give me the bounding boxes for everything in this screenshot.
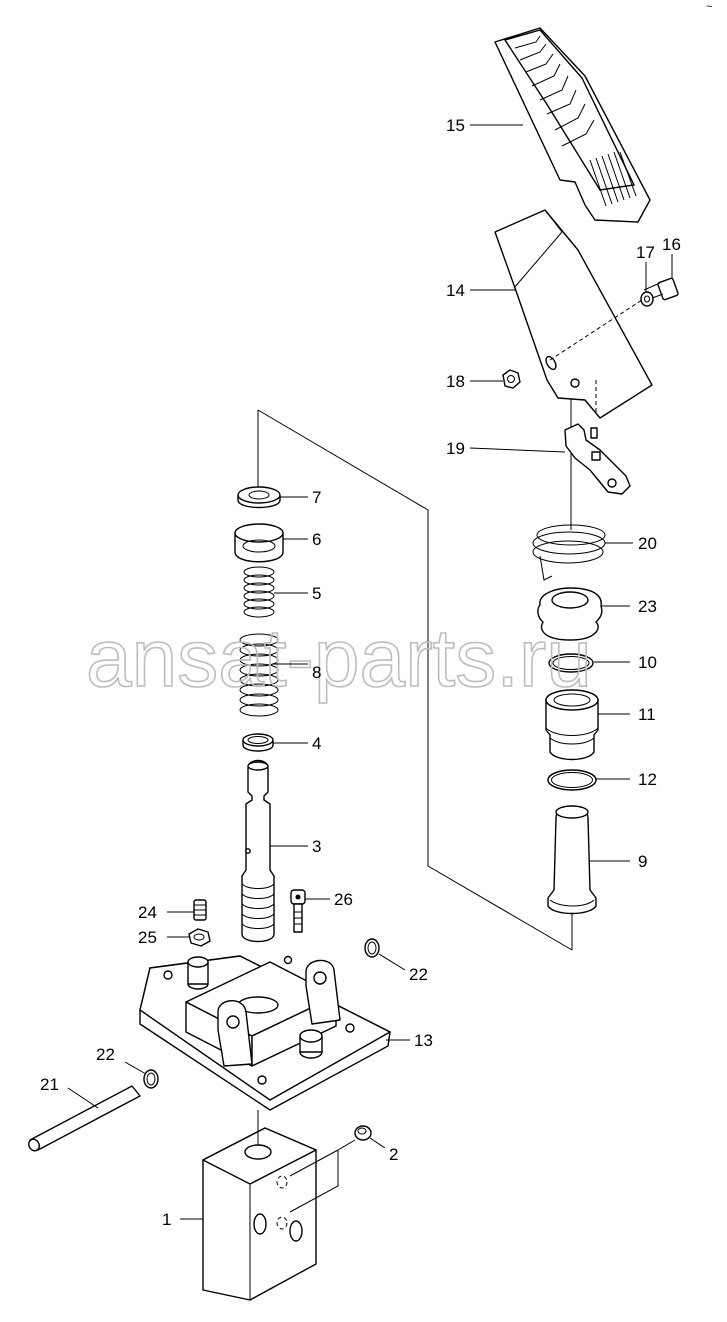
callout-13: 13 <box>414 1031 433 1050</box>
callout-26: 26 <box>334 890 353 909</box>
callout-22-upper: 22 <box>409 965 428 984</box>
callout-23: 23 <box>638 597 657 616</box>
callout-9: 9 <box>638 852 647 871</box>
retaining-ring <box>242 733 274 752</box>
lock-nut <box>188 928 211 947</box>
watermark: ansat-parts.ru <box>86 613 592 704</box>
callout-24: 24 <box>138 903 157 922</box>
callout-20: 20 <box>638 534 657 553</box>
valve-body <box>201 1110 318 1301</box>
snap-ring-lower <box>143 1069 159 1089</box>
set-screw <box>193 899 207 921</box>
callout-15: 15 <box>446 116 465 135</box>
pedal-arm <box>494 209 653 419</box>
rubber-boot <box>537 587 603 641</box>
callout-4: 4 <box>312 734 321 753</box>
plunger <box>547 805 597 915</box>
pedal-pad <box>494 27 651 223</box>
nut <box>502 369 521 389</box>
callout-17: 17 <box>636 243 655 262</box>
callout-1: 1 <box>162 1210 171 1229</box>
callout-11: 11 <box>638 705 656 724</box>
outer-spring <box>239 633 279 717</box>
control-spool <box>241 759 275 943</box>
callout-5: 5 <box>312 584 321 603</box>
cap-screw <box>290 889 306 933</box>
bolt <box>643 277 679 301</box>
snap-ring-upper <box>364 938 380 958</box>
bushing <box>545 689 599 761</box>
callout-leaders <box>67 124 673 1220</box>
spring-cap <box>234 523 284 563</box>
callout-6: 6 <box>312 530 321 549</box>
pivot-pin <box>28 1085 141 1152</box>
callout-22-lower: 22 <box>96 1045 115 1064</box>
o-ring-12 <box>547 769 597 791</box>
inner-spring <box>243 566 275 618</box>
callout-25: 25 <box>138 928 157 947</box>
callout-19: 19 <box>446 439 465 458</box>
callout-7: 7 <box>312 488 321 507</box>
callout-10: 10 <box>638 653 657 672</box>
callout-2: 2 <box>389 1145 398 1164</box>
callout-12: 12 <box>638 770 657 789</box>
callout-16: 16 <box>662 235 681 254</box>
callout-14: 14 <box>446 281 465 300</box>
lever <box>564 423 631 495</box>
callout-18: 18 <box>446 372 465 391</box>
washer <box>640 291 654 307</box>
callout-8: 8 <box>312 663 321 682</box>
plug <box>289 1125 372 1213</box>
callout-3: 3 <box>312 837 321 856</box>
o-ring-10 <box>548 653 594 673</box>
coil-spring <box>532 524 606 581</box>
callout-labels: 15 16 17 14 18 19 7 6 20 5 23 8 10 11 4 … <box>40 116 681 1229</box>
base-plate <box>139 955 392 1111</box>
assembly-guide-line <box>257 409 573 951</box>
callout-21: 21 <box>40 1075 59 1094</box>
spring-seat-washer <box>237 486 281 509</box>
corner-mark: ~ <box>706 1 712 13</box>
